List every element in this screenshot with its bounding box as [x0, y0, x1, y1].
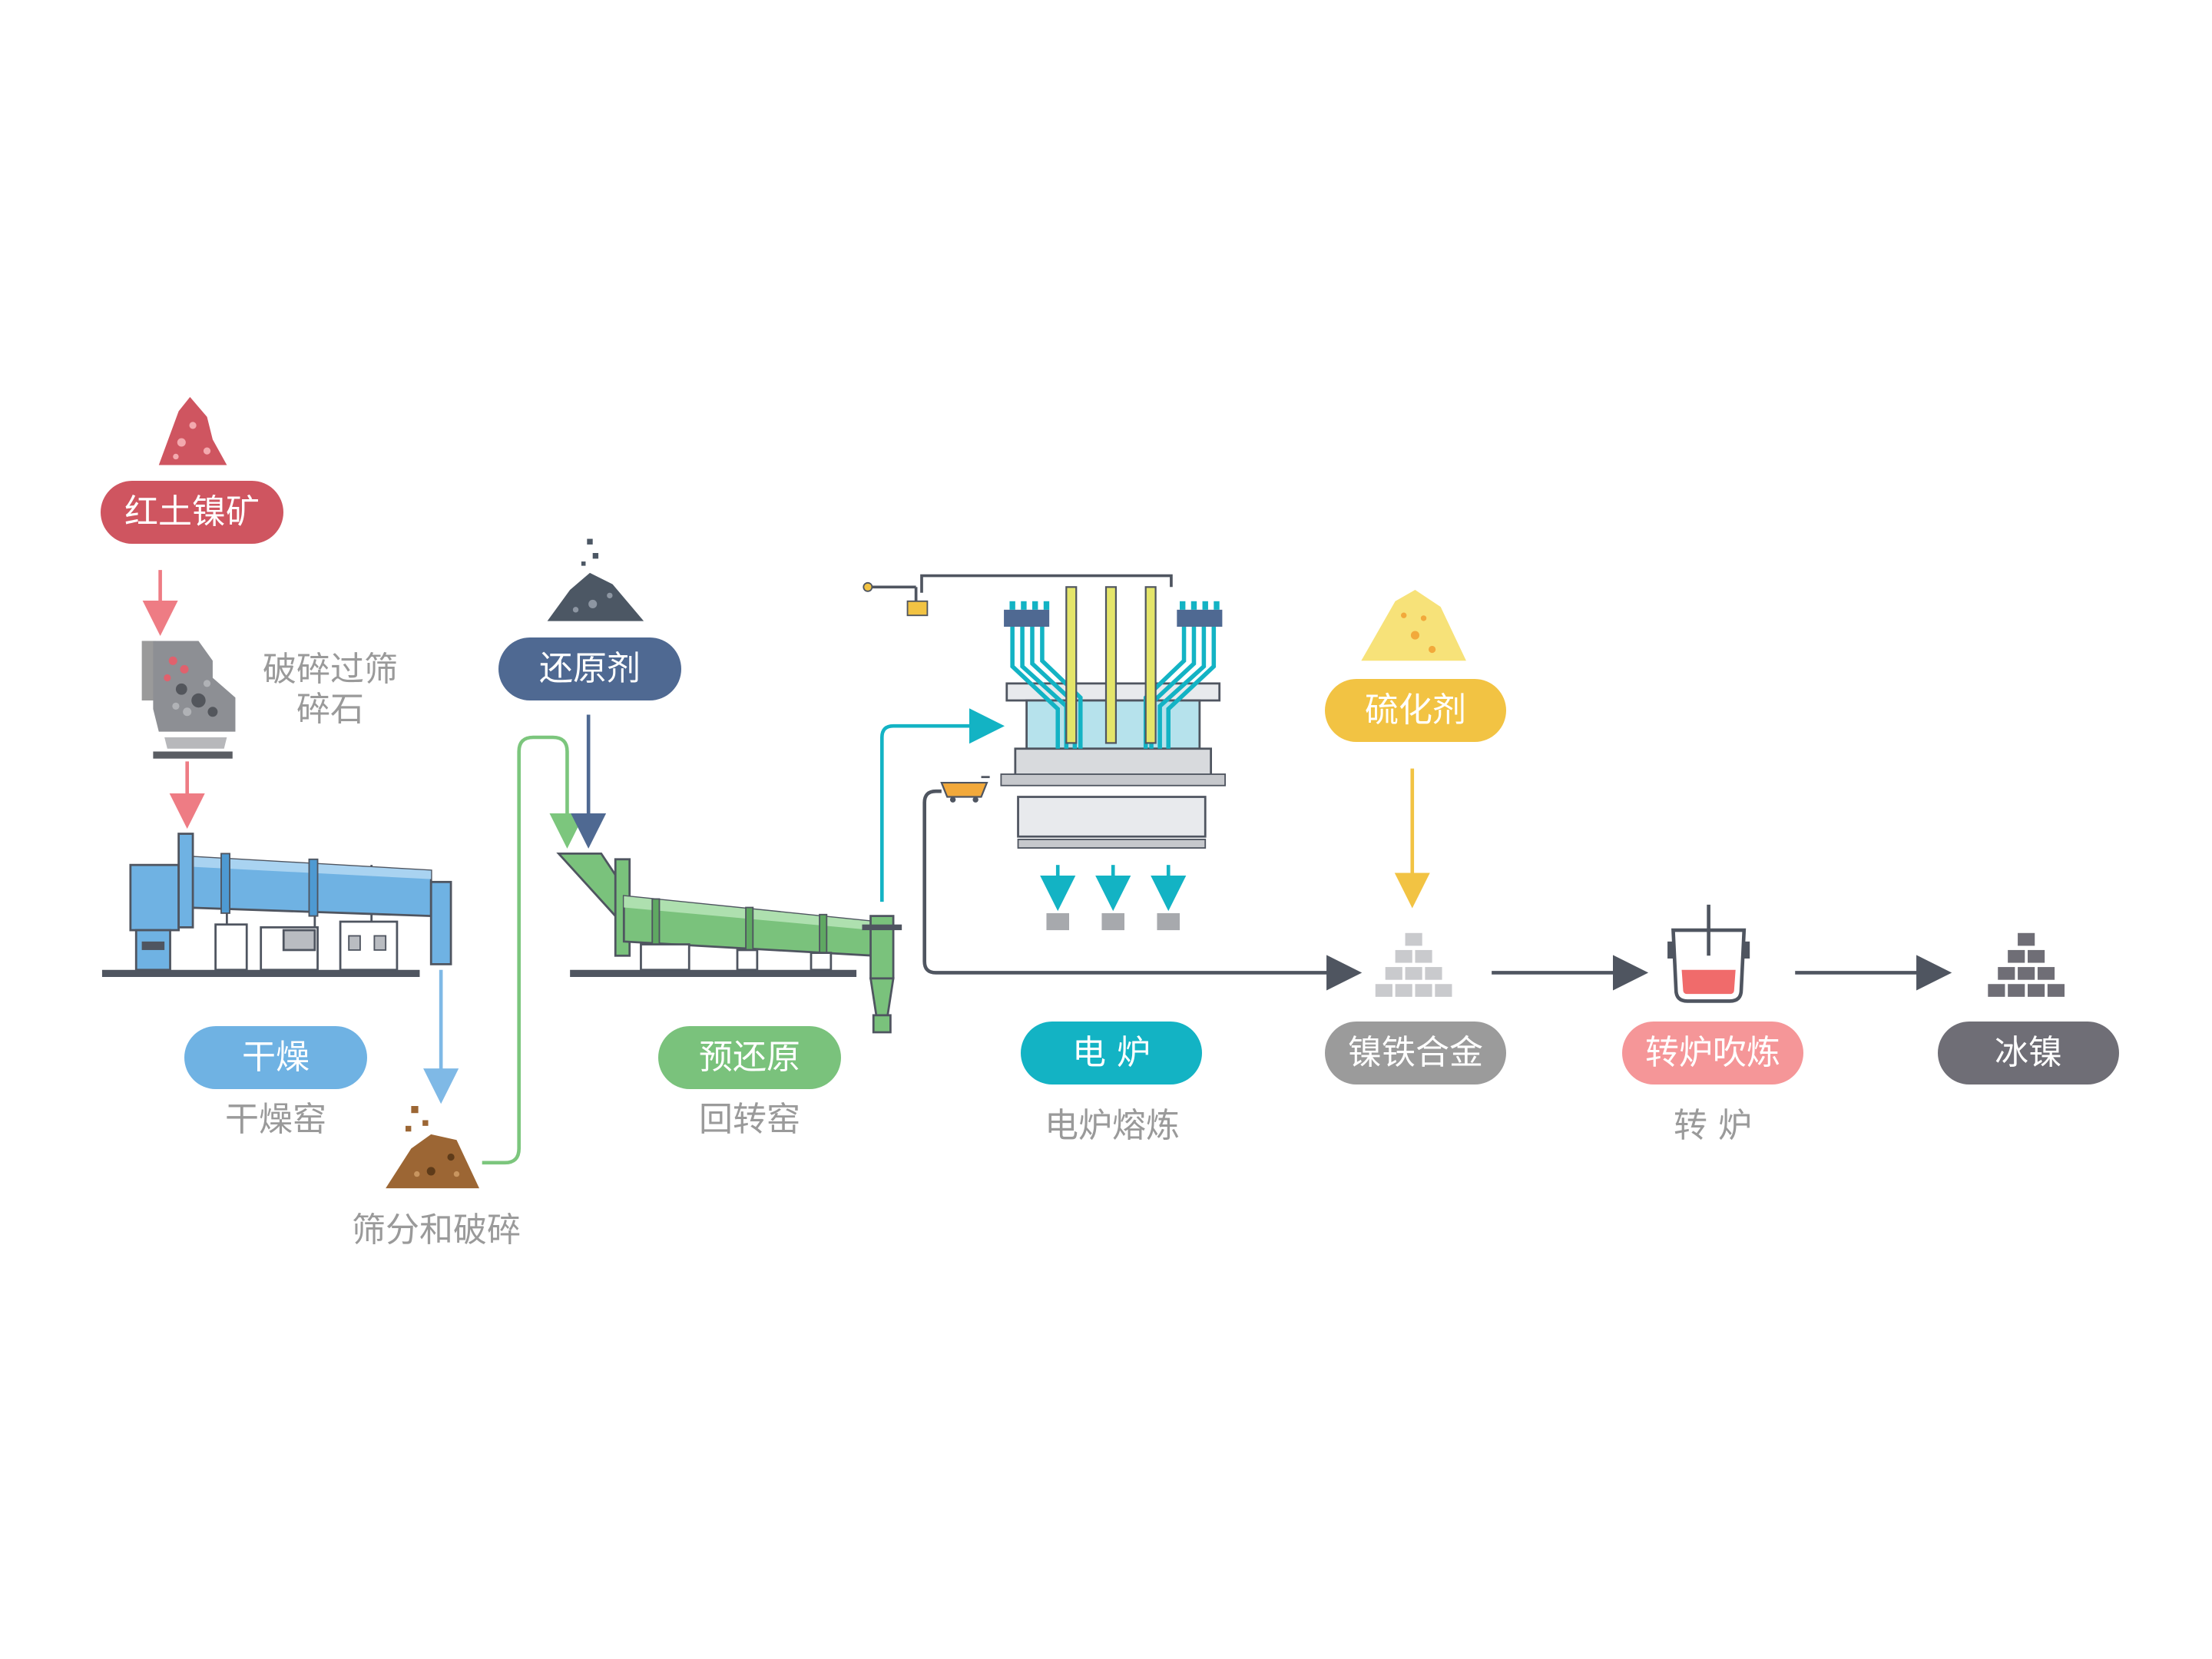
label-sulfur: 硫化剂 [1325, 679, 1506, 742]
label-ore: 红土镍矿 [101, 481, 283, 544]
crusher-icon [141, 641, 236, 759]
furnace-output-icon [1040, 865, 1187, 931]
caption-prereduce: 回转窑 [699, 1100, 800, 1139]
matte-ingots-icon [1988, 932, 2065, 997]
caption-dry: 干燥窑 [225, 1100, 326, 1139]
arrow-screen-to-kiln [482, 735, 585, 1165]
drying-kiln-icon [101, 833, 452, 977]
label-furnace: 电 炉 [1021, 1022, 1202, 1084]
caption-converter: 转 炉 [1674, 1106, 1752, 1145]
caption-furnace: 电炉熔炼 [1045, 1106, 1180, 1145]
label-reductant: 还原剂 [498, 637, 681, 700]
caption-screen: 筛分和破碎 [352, 1210, 521, 1250]
label-alloy: 镍铁合金 [1325, 1022, 1506, 1084]
label-dry: 干燥 [184, 1026, 367, 1089]
rotary-kiln-icon [556, 853, 902, 1034]
arrow-furnace-to-alloy [922, 789, 1363, 991]
arrow-kiln-to-furnace [880, 708, 1005, 902]
caption-crush-1: 破碎过筛 [263, 650, 398, 689]
electric-furnace-icon [863, 574, 1226, 849]
ore-pile-icon [158, 396, 227, 465]
screened-pile-icon [386, 1106, 479, 1189]
sulfur-pile-icon [1361, 590, 1466, 661]
label-matte: 冰镍 [1938, 1022, 2119, 1084]
caption-crush-2: 碎石 [296, 690, 364, 729]
reductant-pile-icon [547, 538, 644, 621]
alloy-ingots-icon [1375, 932, 1452, 997]
label-converter: 转炉吹炼 [1622, 1022, 1803, 1084]
label-prereduce: 预还原 [658, 1026, 841, 1089]
converter-icon [1667, 904, 1750, 1003]
